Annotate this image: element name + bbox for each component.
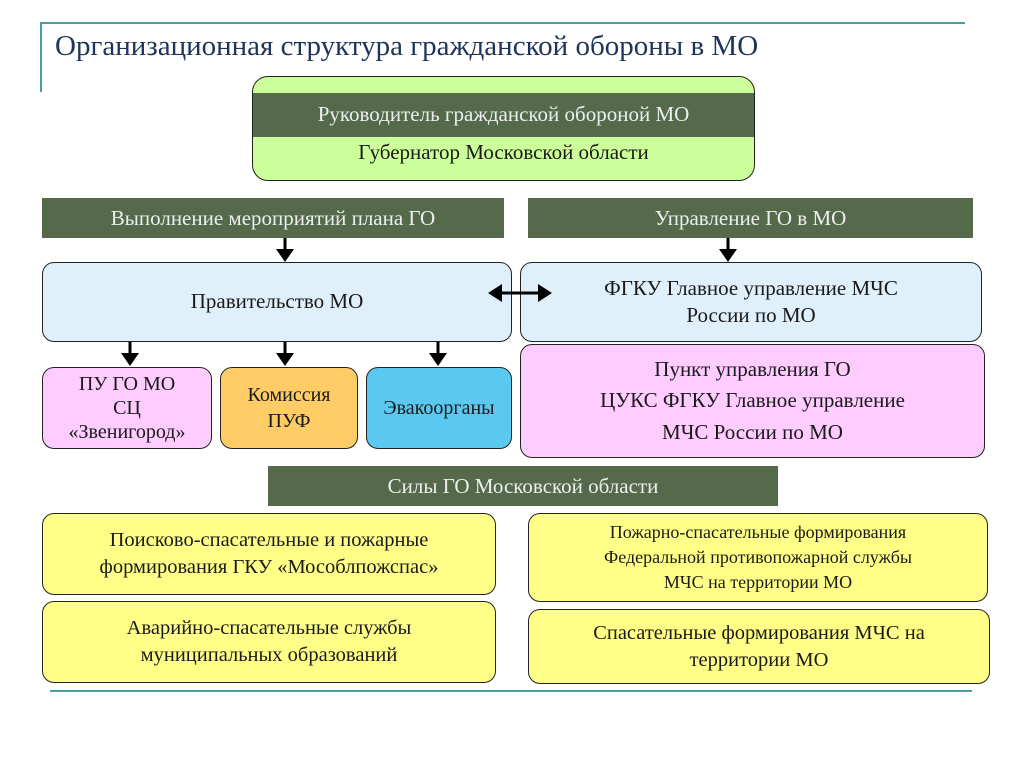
arrowhead-pu-go <box>121 353 139 366</box>
search-rescue-line1: Поисково-спасательные и пожарные <box>109 529 429 552</box>
evac-box: Эвакоорганы <box>366 367 512 449</box>
arrowhead-fgku <box>719 249 737 262</box>
arrowhead-commission <box>276 353 294 366</box>
left-header: Выполнение мероприятий плана ГО <box>42 198 504 238</box>
pu-go-line1: ПУ ГО МО <box>78 373 176 395</box>
government-label: Правительство МО <box>190 289 364 314</box>
frame-top-line <box>40 22 965 24</box>
commission-line1: Комиссия <box>247 384 331 406</box>
control-point-box: Пункт управления ГО ЦУКС ФГКУ Главное уп… <box>520 344 985 458</box>
control-point-line2: ЦУКС ФГКУ Главное управление <box>600 388 905 413</box>
fire-rescue-line3: МЧС на территории МО <box>663 572 853 593</box>
pu-go-line2: СЦ <box>113 397 141 419</box>
fire-rescue-line1: Пожарно-спасательные формирования <box>609 521 907 542</box>
fgku-line2: России по МО <box>686 303 816 327</box>
leader-box: Руководитель гражданской обороной МО Губ… <box>252 76 755 181</box>
arrowhead-evac <box>429 353 447 366</box>
pu-go-line3: «Звенигород» <box>68 421 186 443</box>
frame-bottom-line <box>50 690 972 692</box>
fire-rescue-line2: Федеральной противопожарной службы <box>603 546 913 567</box>
commission-box: Комиссия ПУФ <box>220 367 358 449</box>
emergency-services-line1: Аварийно-спасательные службы <box>126 617 412 640</box>
control-point-line1: Пункт управления ГО <box>654 356 851 381</box>
right-header: Управление ГО в МО <box>528 198 973 238</box>
rescue-mchs-line1: Спасательные формирования МЧС на <box>593 621 925 644</box>
control-point-line3: МЧС России по МО <box>662 419 843 444</box>
frame-left-line <box>40 22 42 92</box>
fire-rescue-box: Пожарно-спасательные формирования Федера… <box>528 513 988 602</box>
emergency-services-line2: муниципальных образований <box>140 644 398 666</box>
evac-label: Эвакоорганы <box>383 397 495 419</box>
leader-name: Губернатор Московской области <box>358 140 649 164</box>
page-title: Организационная структура гражданской об… <box>55 30 759 62</box>
leader-header: Руководитель гражданской обороной МО <box>253 93 754 137</box>
fgku-line1: ФГКУ Главное управление МЧС <box>604 275 898 300</box>
search-rescue-line2: формирования ГКУ «Мособлпожспас» <box>99 556 439 578</box>
search-rescue-box: Поисково-спасательные и пожарные формиро… <box>42 513 496 595</box>
government-box: Правительство МО <box>42 262 512 342</box>
fgku-box: ФГКУ Главное управление МЧС России по МО <box>520 262 982 342</box>
arrowhead-link-right <box>538 284 552 302</box>
commission-line2: ПУФ <box>267 410 311 432</box>
rescue-mchs-line2: территории МО <box>689 648 829 671</box>
arrowhead-link-left <box>488 284 502 302</box>
arrowhead-government <box>276 249 294 262</box>
forces-header: Силы ГО Московской области <box>268 466 778 506</box>
pu-go-box: ПУ ГО МО СЦ «Звенигород» <box>42 367 212 449</box>
emergency-services-box: Аварийно-спасательные службы муниципальн… <box>42 601 496 683</box>
rescue-mchs-box: Спасательные формирования МЧС на террито… <box>528 609 990 684</box>
